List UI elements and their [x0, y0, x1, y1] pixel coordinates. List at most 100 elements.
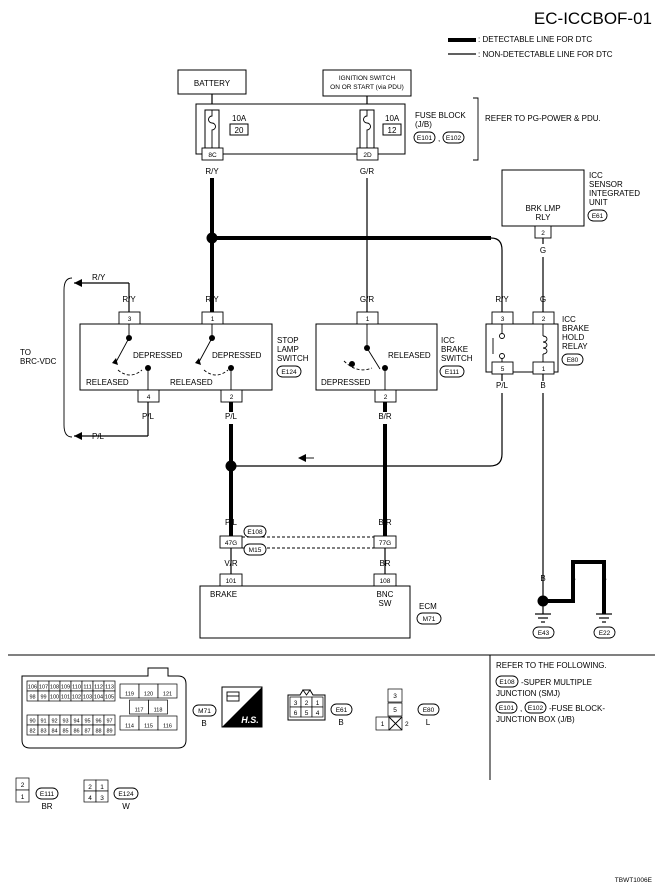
- ignition-label-2: ON OR START (via PDU): [330, 84, 404, 91]
- wire-label-b-relay: B: [540, 381, 545, 390]
- e111-color: BR: [41, 802, 52, 811]
- ecm-conn-badge: [416, 612, 442, 625]
- ecm-101-label: 101: [226, 578, 237, 585]
- smj-e108-badge: [243, 525, 267, 538]
- fuse-right-icon: [363, 110, 371, 148]
- wire-label-vr: V/R: [224, 559, 238, 568]
- ecm-pin-cell: [157, 683, 178, 699]
- wire-label-g-top: G: [540, 246, 546, 255]
- hold-relay-terminal-3: [491, 311, 514, 325]
- wire-label-pl-brc: P/L: [92, 432, 105, 441]
- brake-switch-conn-badge: [439, 365, 465, 378]
- ecm-pin-label: 93: [62, 719, 68, 725]
- stop-lamp-t1-label: 1: [211, 316, 215, 323]
- ecm-pin-label: 91: [40, 719, 46, 725]
- icc-unit-title-4: UNIT: [589, 198, 608, 207]
- ecm-pin-label: 103: [83, 695, 92, 701]
- stop-lamp-switch-box: [79, 323, 273, 391]
- hold-relay-conn-badge: [561, 353, 584, 366]
- e80-badge: [417, 703, 440, 716]
- hold-relay-label-4: RELAY: [562, 342, 588, 351]
- e111-badge: [35, 787, 59, 800]
- stop-lamp-t3-label: 3: [128, 316, 132, 323]
- hold-relay-label-1: ICC: [562, 315, 576, 324]
- hs-label: H.S.: [241, 715, 259, 725]
- sls-blade-1: [115, 337, 130, 363]
- ecm-pin-label: 88: [95, 729, 101, 735]
- fuse-right-num-box: [382, 123, 402, 136]
- ecm-pin-label: 109: [61, 685, 70, 691]
- e124-connector-face: [83, 779, 109, 803]
- icc-unit-conn: E61: [592, 213, 604, 220]
- ecm-pin-label: 89: [106, 729, 112, 735]
- e80-color: L: [426, 718, 431, 727]
- smj-e108: E108: [247, 529, 263, 536]
- wire-label-pl-smj: P/L: [225, 518, 238, 527]
- fuse-left-icon: [208, 110, 216, 148]
- ecm-pin-label: 95: [84, 719, 90, 725]
- refer-e101: E101: [499, 705, 515, 712]
- hold-relay-label-2: BRAKE: [562, 324, 589, 333]
- ecm-pin-label: 90: [29, 719, 35, 725]
- wire-label-br-bsw: B/R: [378, 412, 392, 421]
- relay-coil-icon: [542, 335, 548, 355]
- wire-label-g-relay: G: [540, 295, 546, 304]
- ecm-pin-label: 115: [144, 724, 153, 730]
- fuse-right-amp: 10A: [385, 114, 400, 123]
- wire-label-gr-bsw: G/R: [360, 295, 374, 304]
- ground-e43-icon: [535, 613, 551, 623]
- e61-connector-face: [287, 689, 326, 721]
- ecm-pin-label: 96: [95, 719, 101, 725]
- ecm-pin-label: 84: [51, 729, 57, 735]
- wire-label-ry-fuse: R/Y: [205, 167, 219, 176]
- relay-contact-2: [499, 353, 505, 359]
- e124-pin-1: 1: [100, 784, 104, 791]
- ecm-pin-label: 99: [40, 695, 46, 701]
- wire-label-gr-fuse: G/R: [360, 167, 374, 176]
- e61-pin-6: 6: [294, 710, 298, 717]
- e111-id: E111: [40, 791, 55, 798]
- smj-47g-label: 47G: [225, 540, 237, 547]
- ecm-pin-label: 98: [29, 695, 35, 701]
- ecm-pin-cell: [103, 690, 116, 702]
- ecm-pin-cell: [103, 724, 116, 736]
- ecm-label: ECM: [419, 602, 437, 611]
- e61-pin-1: 1: [316, 700, 320, 707]
- ecm-pin-label: 116: [163, 724, 172, 730]
- e61-pin-4: 4: [316, 710, 320, 717]
- icc-unit-rly-1: BRK LMP: [525, 204, 560, 213]
- hold-relay-t3-label: 3: [501, 316, 505, 323]
- ecm-pin-label: 87: [84, 729, 90, 735]
- hold-relay-conn: E80: [567, 357, 579, 364]
- wire-label-ry-brc: R/Y: [92, 273, 106, 282]
- fuse-conn-e101: E101: [417, 135, 433, 142]
- splice-pl: [225, 460, 237, 472]
- wire-label-pl-relay: P/L: [496, 381, 509, 390]
- fuse-conn-e101-badge: [413, 131, 436, 144]
- stop-lamp-label-1: STOP: [277, 336, 299, 345]
- ecm-pin-label: 107: [39, 685, 48, 691]
- arrow-left-2-icon: [74, 432, 82, 440]
- splice-ground: [537, 595, 549, 607]
- e80-pin-1: 1: [381, 721, 385, 728]
- battery-label: BATTERY: [194, 79, 231, 88]
- brake-switch-conn: E111: [445, 369, 460, 376]
- wire-b-ground-2: [548, 560, 606, 614]
- e80-id: E80: [423, 707, 435, 714]
- smj-m15-badge: [243, 543, 267, 556]
- icc-unit-title-3: INTEGRATED: [589, 189, 640, 198]
- e111-pin-2: 2: [21, 782, 25, 789]
- stop-lamp-t4-label: 4: [147, 394, 151, 401]
- ignition-switch-box: [322, 69, 412, 97]
- refer-bracket: [473, 97, 479, 161]
- ecm-pin-label: 121: [163, 692, 172, 698]
- e124-pin-4: 4: [88, 795, 92, 802]
- ecm-pin-label: 100: [50, 695, 59, 701]
- stop-lamp-terminal-1: [201, 311, 224, 325]
- fuse-block-box: [195, 103, 406, 155]
- ecm-pin-label: 105: [105, 695, 114, 701]
- ground-e22-badge: [593, 626, 616, 639]
- stop-lamp-t2-label: 2: [230, 394, 234, 401]
- figure-id: TBWT1006E: [615, 877, 653, 884]
